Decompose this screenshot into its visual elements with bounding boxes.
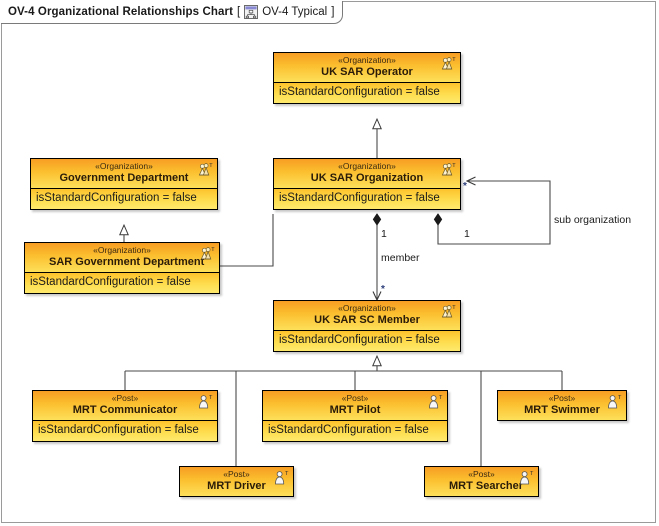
node-stereotype: «Post» — [341, 393, 369, 403]
node-uk-sar-organization[interactable]: «Organization» UK SAR Organization T isS… — [273, 158, 461, 210]
page-title: OV-4 Organizational Relationships Chart — [8, 6, 233, 18]
multiplicity-sub-target: * — [463, 181, 467, 192]
node-mrt-communicator[interactable]: «Post» MRT Communicator T isStandardConf… — [32, 390, 218, 442]
node-name: Government Department — [59, 172, 189, 184]
node-header: «Organization» UK SAR SC Member T — [274, 301, 460, 330]
organization-icon: T — [440, 55, 457, 72]
node-mrt-pilot[interactable]: «Post» MRT Pilot T isStandardConfigurati… — [262, 390, 448, 442]
node-uk-sar-operator[interactable]: «Organization» UK SAR Operator T isStand… — [273, 52, 461, 104]
node-attribute: isStandardConfiguration = false — [33, 420, 217, 441]
node-name: MRT Pilot — [329, 404, 381, 416]
svg-text:T: T — [209, 395, 213, 401]
post-person-icon: T — [518, 469, 535, 486]
diagram-subtitle: OV-4 Typical — [262, 6, 328, 18]
bracket-close: ] — [331, 6, 335, 18]
svg-text:T: T — [530, 471, 534, 477]
node-stereotype: «Organization» — [338, 161, 396, 171]
organization-icon: T — [199, 245, 216, 262]
multiplicity-member-target: * — [381, 284, 385, 295]
node-stereotype: «Post» — [468, 469, 495, 479]
node-stereotype: «Post» — [111, 393, 139, 403]
svg-text:T: T — [452, 305, 456, 311]
multiplicity-sub-source: 1 — [464, 228, 470, 240]
node-uk-sar-sc-member[interactable]: «Organization» UK SAR SC Member T isStan… — [273, 300, 461, 352]
connector-assoc-sargov-to-sarorg[interactable] — [220, 214, 274, 267]
uml-diagram-icon — [244, 5, 259, 19]
node-header: «Organization» UK SAR Operator T — [274, 53, 460, 82]
bracket-open: [ — [237, 6, 241, 18]
node-header: «Organization» UK SAR Organization T — [274, 159, 460, 188]
node-attribute: isStandardConfiguration = false — [274, 82, 460, 103]
post-person-icon: T — [427, 393, 444, 410]
node-stereotype: «Post» — [548, 393, 576, 403]
node-header: «Post» MRT Driver T — [180, 467, 293, 496]
post-person-icon: T — [273, 469, 290, 486]
node-header: «Post» MRT Pilot T — [263, 391, 447, 420]
node-header: «Post» MRT Searcher T — [425, 467, 538, 496]
node-stereotype: «Organization» — [338, 55, 396, 65]
post-person-icon: T — [606, 393, 623, 410]
diagram-title-tab[interactable]: OV-4 Organizational Relationships Chart … — [1, 1, 344, 24]
organization-icon: T — [440, 161, 457, 178]
node-mrt-driver[interactable]: «Post» MRT Driver T — [179, 466, 294, 497]
node-stereotype: «Post» — [223, 469, 250, 479]
node-stereotype: «Organization» — [93, 245, 151, 255]
organization-icon: T — [197, 161, 214, 178]
node-name: UK SAR Operator — [321, 66, 413, 78]
connector-comp-sub-organization[interactable] — [438, 181, 551, 245]
svg-text:T: T — [285, 471, 289, 477]
node-header: «Organization» SAR Government Department… — [25, 243, 219, 272]
node-mrt-swimmer[interactable]: «Post» MRT Swimmer T — [497, 390, 627, 421]
node-sar-government-department[interactable]: «Organization» SAR Government Department… — [24, 242, 220, 294]
node-attribute: isStandardConfiguration = false — [31, 188, 217, 209]
node-mrt-searcher[interactable]: «Post» MRT Searcher T — [424, 466, 539, 497]
node-header: «Post» MRT Swimmer T — [498, 391, 626, 420]
node-stereotype: «Organization» — [338, 303, 396, 313]
node-attribute: isStandardConfiguration = false — [25, 272, 219, 293]
edge-label-member: member — [381, 252, 420, 264]
node-name: SAR Government Department — [49, 256, 205, 268]
svg-text:T: T — [209, 163, 213, 169]
node-name: UK SAR Organization — [310, 172, 424, 184]
node-header: «Organization» Government Department T — [31, 159, 217, 188]
organization-icon: T — [440, 303, 457, 320]
node-government-department[interactable]: «Organization» Government Department T i… — [30, 158, 218, 210]
node-attribute: isStandardConfiguration = false — [274, 188, 460, 209]
node-attribute: isStandardConfiguration = false — [274, 330, 460, 351]
svg-text:T: T — [452, 57, 456, 63]
svg-text:T: T — [439, 395, 443, 401]
edge-label-sub-organization: sub organization — [554, 214, 632, 226]
node-name: MRT Communicator — [72, 404, 178, 416]
node-stereotype: «Organization» — [95, 161, 153, 171]
node-attribute: isStandardConfiguration = false — [263, 420, 447, 441]
svg-text:T: T — [211, 247, 215, 253]
node-name: MRT Searcher — [449, 480, 523, 492]
node-name: MRT Driver — [207, 480, 266, 492]
svg-text:T: T — [618, 395, 622, 401]
node-name: UK SAR SC Member — [314, 314, 420, 326]
svg-text:T: T — [452, 163, 456, 169]
post-person-icon: T — [197, 393, 214, 410]
multiplicity-member-source: 1 — [381, 228, 387, 240]
node-name: MRT Swimmer — [524, 404, 600, 416]
node-header: «Post» MRT Communicator T — [33, 391, 217, 420]
